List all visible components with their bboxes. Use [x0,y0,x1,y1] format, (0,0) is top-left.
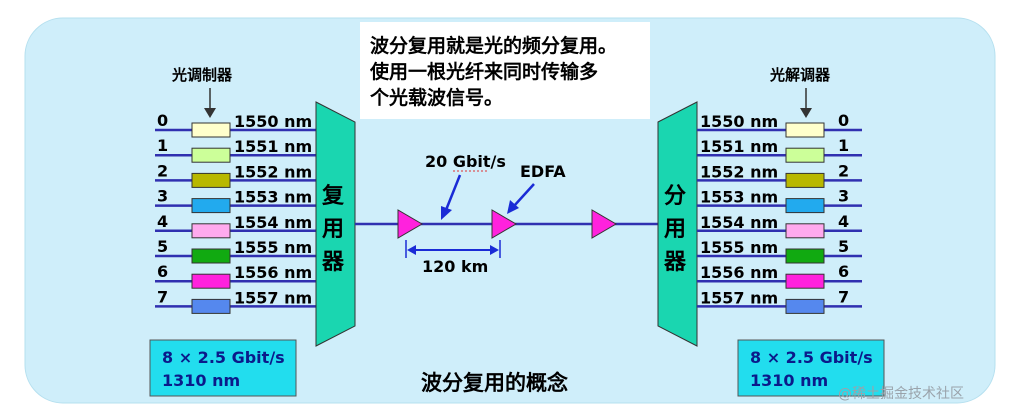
left-channel-index: 2 [157,161,168,180]
edfa-arrow-line [513,183,535,207]
demux-char-2: 用 [664,217,686,242]
demultiplexer [657,101,698,347]
right-demodulator-block [785,122,825,138]
right-channel-wavelength: 1552 nm [700,162,778,181]
left-channel-wavelength: 1557 nm [234,288,312,307]
left-rate-line-1: 8 × 2.5 Gbit/s [162,348,285,367]
left-modulator-block [191,298,231,314]
left-modulator-block [191,147,231,163]
right-demodulator-block [785,147,825,163]
demux-char-3: 器 [663,250,687,275]
right-channel-index: 7 [838,287,849,306]
right-rate-line-2: 1310 nm [750,371,828,390]
left-channel-wavelength: 1554 nm [234,213,312,232]
edfa-amplifier-1 [397,209,423,239]
left-channel-wavelength: 1550 nm [234,112,312,131]
multiplexer [315,101,356,347]
right-channel-index: 0 [838,111,849,130]
description-line-2: 使用一根光纤来同时传输多 [369,60,598,83]
right-channels: 1550 nm 0 1551 nm 1 1552 nm 2 1553 nm 3 1554 nm 4… [697,111,862,314]
left-channel-index: 4 [157,212,168,231]
left-channels: 0 1550 nm 1 1551 nm 2 1552 nm 3 1553 nm 4 1554 nm… [155,111,316,314]
left-channel-index: 0 [157,111,168,130]
left-rate-line-2: 1310 nm [162,371,240,390]
right-channel-index: 4 [838,212,849,231]
left-modulator-block [191,223,231,239]
distance-arrow-right [490,245,499,255]
edfa-amplifier-2 [491,209,517,239]
right-channel-index: 5 [838,237,849,256]
right-demodulator-block [785,273,825,289]
right-demodulator-block [785,198,825,214]
right-rate-box: 8 × 2.5 Gbit/s 1310 nm [737,339,885,397]
right-channel-index: 6 [838,262,849,281]
rate-arrow-head [441,206,452,220]
edfa-label: EDFA [520,162,566,181]
left-channel-wavelength: 1551 nm [234,137,312,156]
right-demodulator-block [785,298,825,314]
right-rate-line-1: 8 × 2.5 Gbit/s [750,348,873,367]
left-channel-wavelength: 1555 nm [234,238,312,257]
distance-arrow-left [407,245,416,255]
left-channel-wavelength: 1552 nm [234,162,312,181]
left-channel-index: 1 [157,136,168,155]
description-line-1: 波分复用就是光的频分复用。 [370,34,617,57]
left-modulator-block [191,248,231,264]
left-channel-index: 6 [157,262,168,281]
mux-char-3: 器 [321,250,345,275]
right-channel-index: 2 [838,161,849,180]
left-modulator-block [191,273,231,289]
mux-char-2: 用 [322,217,344,242]
watermark: @稀土掘金技术社区 [838,386,964,402]
mux-char-1: 复 [321,183,345,209]
modulator-label: 光调制器 [171,66,233,84]
demodulator-pointer-arrow [800,108,812,118]
description-box-bg [360,22,650,119]
right-channel-wavelength: 1550 nm [700,112,778,131]
diagram-caption: 波分复用的概念 [421,371,568,395]
right-rate-box-bg [737,339,885,397]
left-modulator-block [191,198,231,214]
right-demodulator-block [785,248,825,264]
left-rate-box-bg [149,339,297,397]
modulator-pointer-arrow [204,108,216,118]
left-channel-index: 5 [157,237,168,256]
left-rate-box: 8 × 2.5 Gbit/s 1310 nm [149,339,297,397]
link-rate-label: 20 Gbit/s [425,152,506,171]
left-modulator-block [191,172,231,188]
right-channel-wavelength: 1553 nm [700,188,778,207]
left-channel-index: 3 [157,187,168,206]
left-modulator-block [191,122,231,138]
left-channel-index: 7 [157,287,168,306]
right-channel-index: 3 [838,187,849,206]
left-channel-wavelength: 1556 nm [234,263,312,282]
description-box: 波分复用就是光的频分复用。 使用一根光纤来同时传输多 个光载波信号。 [360,22,650,119]
right-channel-wavelength: 1554 nm [700,213,778,232]
right-channel-wavelength: 1555 nm [700,238,778,257]
edfa-amplifier-3 [591,209,617,239]
distance-label: 120 km [422,257,488,276]
rate-arrow-line [444,174,462,211]
description-line-3: 个光载波信号。 [369,86,503,109]
right-channel-wavelength: 1551 nm [700,137,778,156]
right-demodulator-block [785,223,825,239]
demux-char-1: 分 [664,184,686,209]
edfa-arrow-head [507,200,519,214]
right-channel-index: 1 [838,136,849,155]
right-channel-wavelength: 1557 nm [700,288,778,307]
demodulator-label: 光解调器 [769,66,831,84]
right-demodulator-block [785,172,825,188]
right-channel-wavelength: 1556 nm [700,263,778,282]
left-channel-wavelength: 1553 nm [234,188,312,207]
